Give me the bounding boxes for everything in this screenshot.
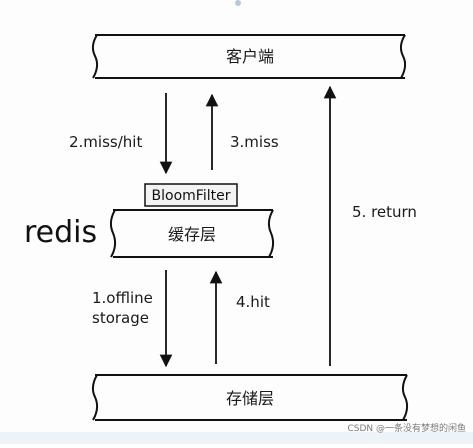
arrow-offline-label-line2: storage xyxy=(92,309,149,327)
watermark: CSDN @一条没有梦想的闲鱼 xyxy=(347,422,466,434)
bloomfilter-label: BloomFilter xyxy=(152,188,231,204)
cache-label: 缓存层 xyxy=(168,225,216,244)
client-label: 客户端 xyxy=(226,47,274,66)
arrow-miss-hit-label: 2.miss/hit xyxy=(69,133,142,151)
redis-label: redis xyxy=(24,215,97,250)
arrow-offline-label-line1: 1.offline xyxy=(92,289,153,307)
cache-box: 缓存层 xyxy=(109,209,275,258)
arrow-return-label: 5. return xyxy=(352,203,417,221)
storage-box: 存储层 xyxy=(91,374,409,421)
arrow-miss-label: 3.miss xyxy=(230,133,279,151)
storage-label: 存储层 xyxy=(226,389,274,408)
bloomfilter-box: BloomFilter xyxy=(144,183,238,207)
client-box: 客户端 xyxy=(91,34,407,79)
bottom-band xyxy=(0,432,473,444)
arrow-hit-label: 4.hit xyxy=(236,293,270,311)
top-mark-icon xyxy=(235,0,241,6)
